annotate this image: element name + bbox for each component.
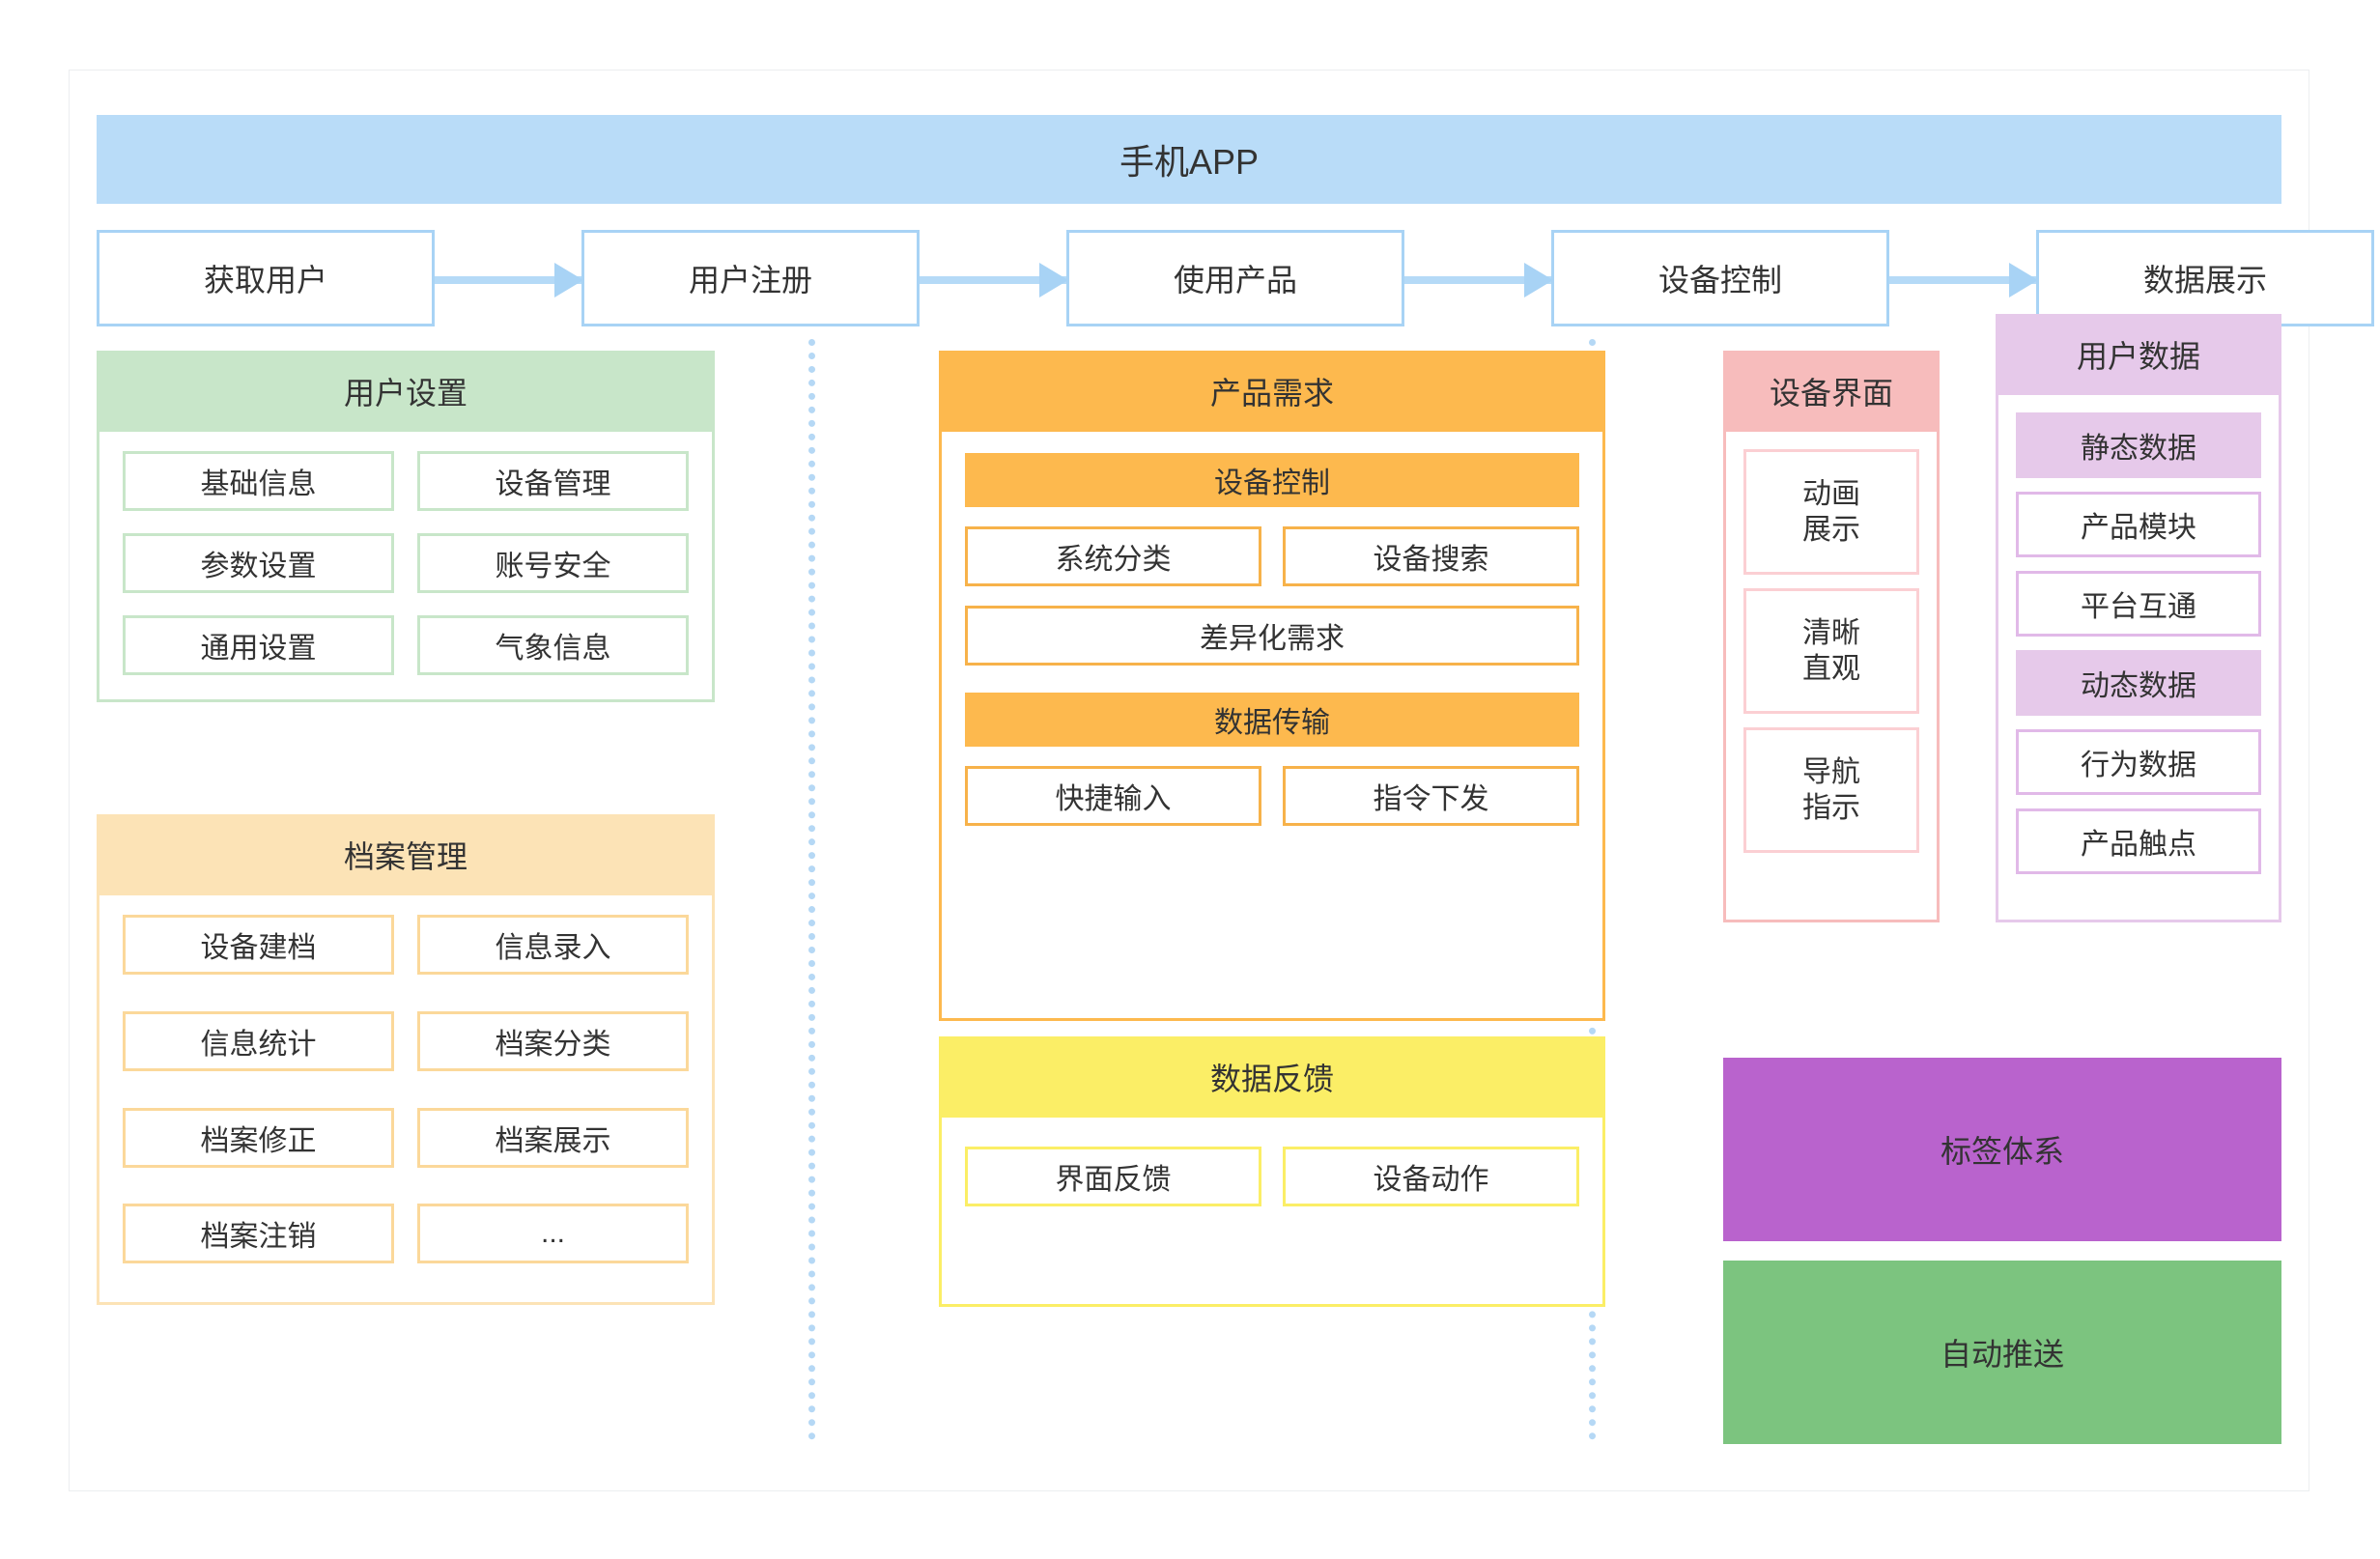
chip-product-touchpoint[interactable]: 产品触点 [2016,808,2261,874]
chip-clear-intuitive[interactable]: 清晰 直观 [1743,588,1919,714]
chip-param-settings[interactable]: 参数设置 [123,533,394,593]
chip-device-search[interactable]: 设备搜索 [1283,526,1579,586]
chip-archive-display[interactable]: 档案展示 [417,1107,689,1168]
chip-archive-more[interactable]: ... [417,1204,689,1264]
flow-row: 获取用户 用户注册 使用产品 设备控制 数据展示 [97,230,2374,326]
card-user-data-title: 用户数据 [1996,314,2281,395]
flow-step-2[interactable]: 用户注册 [581,230,920,326]
flow-step-4-label: 设备控制 [1658,263,1782,298]
block-tag-system[interactable]: 标签体系 [1723,1058,2281,1241]
chip-animation-display[interactable]: 动画 展示 [1743,449,1919,575]
chip-system-category[interactable]: 系统分类 [965,526,1261,586]
card-user-settings-body: 基础信息 设备管理 参数设置 账号安全 通用设置 气象信息 [97,432,715,702]
card-archive-management-title: 档案管理 [97,814,715,895]
band-device-control: 设备控制 [965,453,1579,507]
flow-step-3[interactable]: 使用产品 [1066,230,1404,326]
chip-product-module[interactable]: 产品模块 [2016,492,2261,557]
chip-quick-input[interactable]: 快捷输入 [965,766,1261,826]
flow-arrow-1 [435,263,583,298]
chip-device-action[interactable]: 设备动作 [1283,1147,1579,1206]
chip-clear-intuitive-line2: 直观 [1802,653,1860,685]
chip-general-settings[interactable]: 通用设置 [123,615,394,675]
card-device-interface: 设备界面 动画 展示 清晰 直观 导航 指示 [1723,351,1940,922]
chip-command-issue[interactable]: 指令下发 [1283,766,1579,826]
card-data-feedback: 数据反馈 界面反馈 设备动作 [939,1036,1605,1307]
chip-navigation-indication[interactable]: 导航 指示 [1743,727,1919,853]
app-title-bar: 手机APP [97,115,2281,204]
chip-archive-cancel[interactable]: 档案注销 [123,1204,394,1264]
flow-step-1[interactable]: 获取用户 [97,230,435,326]
chip-weather-info[interactable]: 气象信息 [417,615,689,675]
card-user-data: 用户数据 静态数据 产品模块 平台互通 动态数据 行为数据 产品触点 [1996,314,2281,922]
chip-ui-feedback[interactable]: 界面反馈 [965,1147,1261,1206]
card-user-settings: 用户设置 基础信息 设备管理 参数设置 账号安全 通用设置 气象信息 [97,351,715,702]
card-device-interface-body: 动画 展示 清晰 直观 导航 指示 [1723,432,1940,922]
band-data-transmission: 数据传输 [965,693,1579,747]
chip-info-entry[interactable]: 信息录入 [417,915,689,975]
chip-info-statistics[interactable]: 信息统计 [123,1010,394,1071]
flow-step-4[interactable]: 设备控制 [1551,230,1889,326]
card-archive-management-body: 设备建档 信息录入 信息统计 档案分类 档案修正 档案展示 档案注销 ... [97,895,715,1305]
chip-archive-revision[interactable]: 档案修正 [123,1107,394,1168]
chip-navigation-indication-line2: 指示 [1802,792,1860,824]
block-tag-system-label: 标签体系 [1940,1134,2064,1169]
flow-step-5[interactable]: 数据展示 [2036,230,2374,326]
flow-step-2-label: 用户注册 [688,263,812,298]
chip-archive-category[interactable]: 档案分类 [417,1010,689,1071]
chip-navigation-indication-line1: 导航 [1802,755,1860,788]
flow-step-5-label: 数据展示 [2142,263,2267,298]
card-product-requirements-title: 产品需求 [939,351,1605,432]
flow-arrow-2 [920,263,1068,298]
card-archive-management: 档案管理 设备建档 信息录入 信息统计 档案分类 档案修正 档案展示 档案注销 … [97,814,715,1305]
card-user-settings-title: 用户设置 [97,351,715,432]
chip-platform-interop[interactable]: 平台互通 [2016,571,2261,637]
flow-step-3-label: 使用产品 [1173,263,1297,298]
flow-step-1-label: 获取用户 [203,263,327,298]
chip-static-data[interactable]: 静态数据 [2016,412,2261,478]
chip-clear-intuitive-line1: 清晰 [1802,616,1860,649]
card-device-interface-title: 设备界面 [1723,351,1940,432]
chip-dynamic-data[interactable]: 动态数据 [2016,650,2261,716]
column-divider-left [808,339,815,1440]
card-data-feedback-body: 界面反馈 设备动作 [939,1118,1605,1307]
flow-arrow-4 [1889,263,2038,298]
chip-device-mgmt[interactable]: 设备管理 [417,451,689,511]
card-product-requirements-body: 设备控制 系统分类 设备搜索 差异化需求 数据传输 快捷输入 指令下发 [939,432,1605,1021]
block-auto-push-label: 自动推送 [1940,1337,2064,1372]
app-title: 手机APP [1119,142,1260,182]
chip-account-security[interactable]: 账号安全 [417,533,689,593]
card-product-requirements: 产品需求 设备控制 系统分类 设备搜索 差异化需求 数据传输 快捷输入 指令下发 [939,351,1605,1021]
chip-basic-info[interactable]: 基础信息 [123,451,394,511]
card-data-feedback-title: 数据反馈 [939,1036,1605,1118]
chip-device-filing[interactable]: 设备建档 [123,915,394,975]
chip-behavior-data[interactable]: 行为数据 [2016,729,2261,795]
chip-animation-display-line2: 展示 [1802,514,1860,546]
block-auto-push[interactable]: 自动推送 [1723,1261,2281,1444]
chip-animation-display-line1: 动画 [1802,477,1860,510]
chip-differentiated-needs[interactable]: 差异化需求 [965,606,1579,666]
diagram-canvas: 手机APP 获取用户 用户注册 使用产品 设备控制 数据展示 用户设置 基础信息… [69,70,2374,1491]
card-user-data-body: 静态数据 产品模块 平台互通 动态数据 行为数据 产品触点 [1996,395,2281,922]
flow-arrow-3 [1404,263,1553,298]
